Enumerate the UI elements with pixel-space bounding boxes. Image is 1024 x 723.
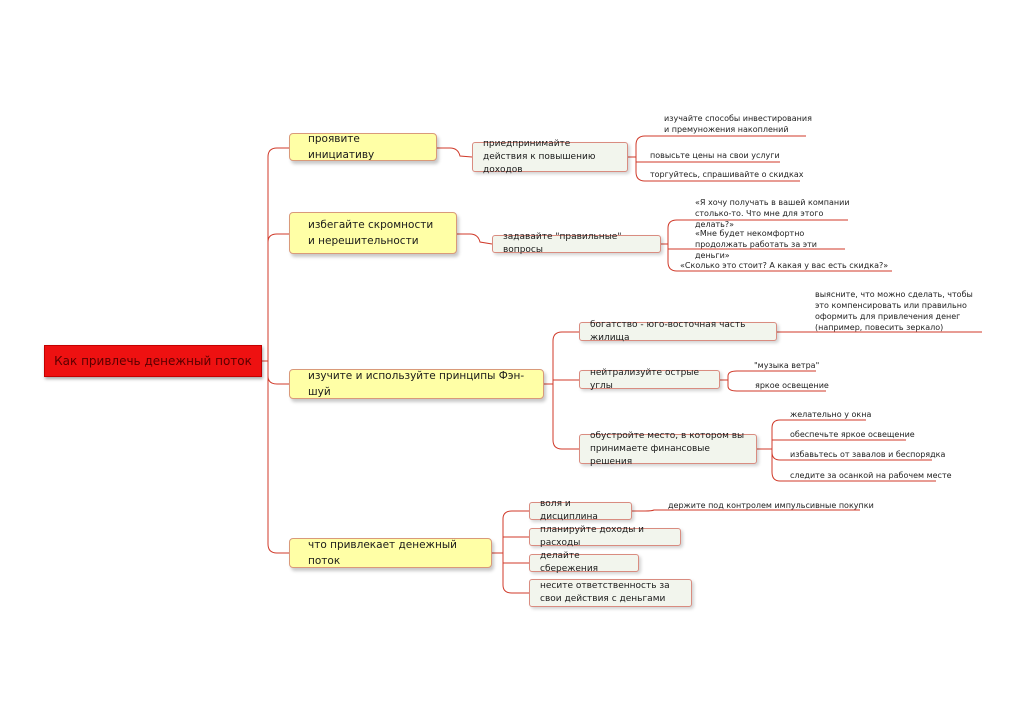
subtopic-wealth-corner[interactable]: богатство - юго-восточная часть жилища <box>579 320 777 343</box>
subtopic-decision-place[interactable]: обустройте место, в котором вы принимает… <box>579 431 757 467</box>
branch-label: проявите инициативу <box>308 133 375 161</box>
subtopic-responsibility[interactable]: несите ответственность за свои действия … <box>529 579 692 607</box>
subtopic-right-questions[interactable]: задавайте "правильные" вопросы <box>492 232 661 255</box>
branch-label: избегайте скромности и нерешительности <box>308 219 434 247</box>
leaf-topic[interactable]: держите под контролем импульсивные покуп… <box>668 501 874 510</box>
leaf-topic[interactable]: выясните, что можно сделать, чтобы это к… <box>815 290 973 332</box>
branch-label: что привлекает денежный поток <box>308 539 457 567</box>
leaf-topic[interactable]: обеспечьте яркое освещение <box>790 430 915 439</box>
subtopic-take-action[interactable]: приедпринимайте действия к повышению дох… <box>472 139 628 175</box>
subtopic-label: воля и дисциплина <box>540 499 598 522</box>
root-topic[interactable]: Как привлечь денежный поток <box>44 345 262 377</box>
subtopic-label: богатство - юго-восточная часть жилища <box>590 319 746 343</box>
leaf-topic[interactable]: желательно у окна <box>790 410 872 419</box>
subtopic-sharp-corners[interactable]: нейтрализуйте острые углы <box>579 368 720 391</box>
branch-label: изучите и используйте принципы Фэн-шуй <box>308 370 525 398</box>
subtopic-will-discipline[interactable]: воля и дисциплина <box>529 499 632 522</box>
subtopic-label: нейтрализуйте острые углы <box>590 367 699 391</box>
subtopic-label: обустройте место, в котором вы принимает… <box>590 430 745 467</box>
leaf-topic[interactable]: повысьте цены на свои услуги <box>650 151 780 160</box>
subtopic-label: приедпринимайте действия к повышению дох… <box>483 138 596 175</box>
branch-initiative[interactable]: проявите инициативу <box>289 133 437 161</box>
subtopic-label: планируйте доходы и расходы <box>540 525 645 548</box>
subtopic-label: делайте сбережения <box>540 551 599 574</box>
subtopic-label: несите ответственность за свои действия … <box>540 581 670 604</box>
leaf-topic[interactable]: «Сколько это стоит? А какая у вас есть с… <box>680 261 889 270</box>
leaf-topic[interactable]: «Я хочу получать в вашей компании стольк… <box>695 198 850 229</box>
branch-feng-shui[interactable]: изучите и используйте принципы Фэн-шуй <box>289 369 544 399</box>
leaf-topic[interactable]: избавьтесь от завалов и беспорядка <box>790 450 946 459</box>
leaf-topic[interactable]: яркое освещение <box>755 381 829 390</box>
branch-avoid-modesty[interactable]: избегайте скромности и нерешительности <box>289 212 457 254</box>
root-topic-label: Как привлечь денежный поток <box>54 354 252 368</box>
leaf-topic[interactable]: "музыка ветра" <box>754 361 820 370</box>
subtopic-savings[interactable]: делайте сбережения <box>529 551 639 574</box>
leaf-topic[interactable]: «Мне будет некомфортно продолжать работа… <box>695 229 818 260</box>
leaf-topic[interactable]: изучайте способы инвестирования и премун… <box>664 114 812 134</box>
subtopic-label: задавайте "правильные" вопросы <box>503 232 622 255</box>
branch-money-flow[interactable]: что привлекает денежный поток <box>289 538 492 568</box>
subtopic-plan-budget[interactable]: планируйте доходы и расходы <box>529 525 681 548</box>
leaf-topic[interactable]: торгуйтесь, спрашивайте о скидках <box>650 170 804 179</box>
leaf-topic[interactable]: следите за осанкой на рабочем месте <box>790 471 952 480</box>
